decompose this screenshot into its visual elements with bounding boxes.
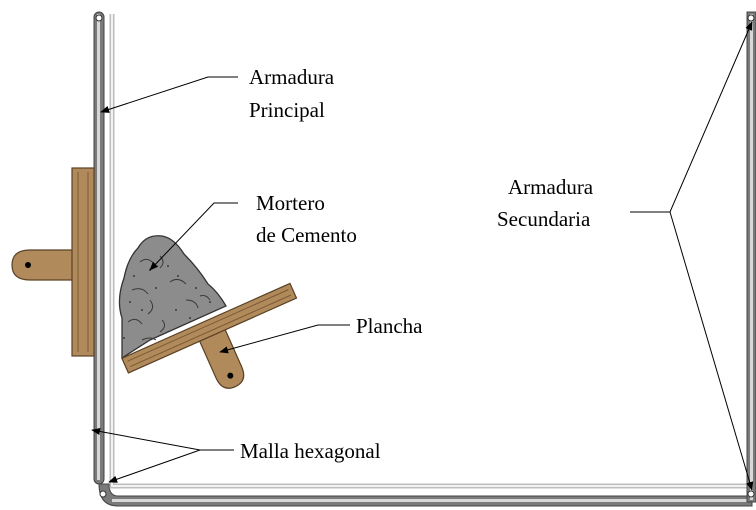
left-trowel xyxy=(11,167,95,357)
label-armadura-principal-1: Armadura xyxy=(249,65,335,89)
hexagonal-mesh-boundary xyxy=(109,14,748,489)
label-armadura-secundaria-1: Armadura xyxy=(508,175,594,199)
label-malla-hexagonal: Malla hexagonal xyxy=(240,439,381,463)
label-armadura-principal-2: Principal xyxy=(249,98,325,122)
label-mortero-1: Mortero xyxy=(256,191,325,215)
label-plancha: Plancha xyxy=(356,314,423,338)
plancha-trowel xyxy=(121,282,298,389)
label-armadura-secundaria-2: Secundaria xyxy=(497,207,591,231)
mortar-mound xyxy=(118,235,227,360)
steel-frame xyxy=(93,11,756,507)
label-mortero-2: de Cemento xyxy=(256,223,357,247)
leader-lines xyxy=(91,21,754,491)
